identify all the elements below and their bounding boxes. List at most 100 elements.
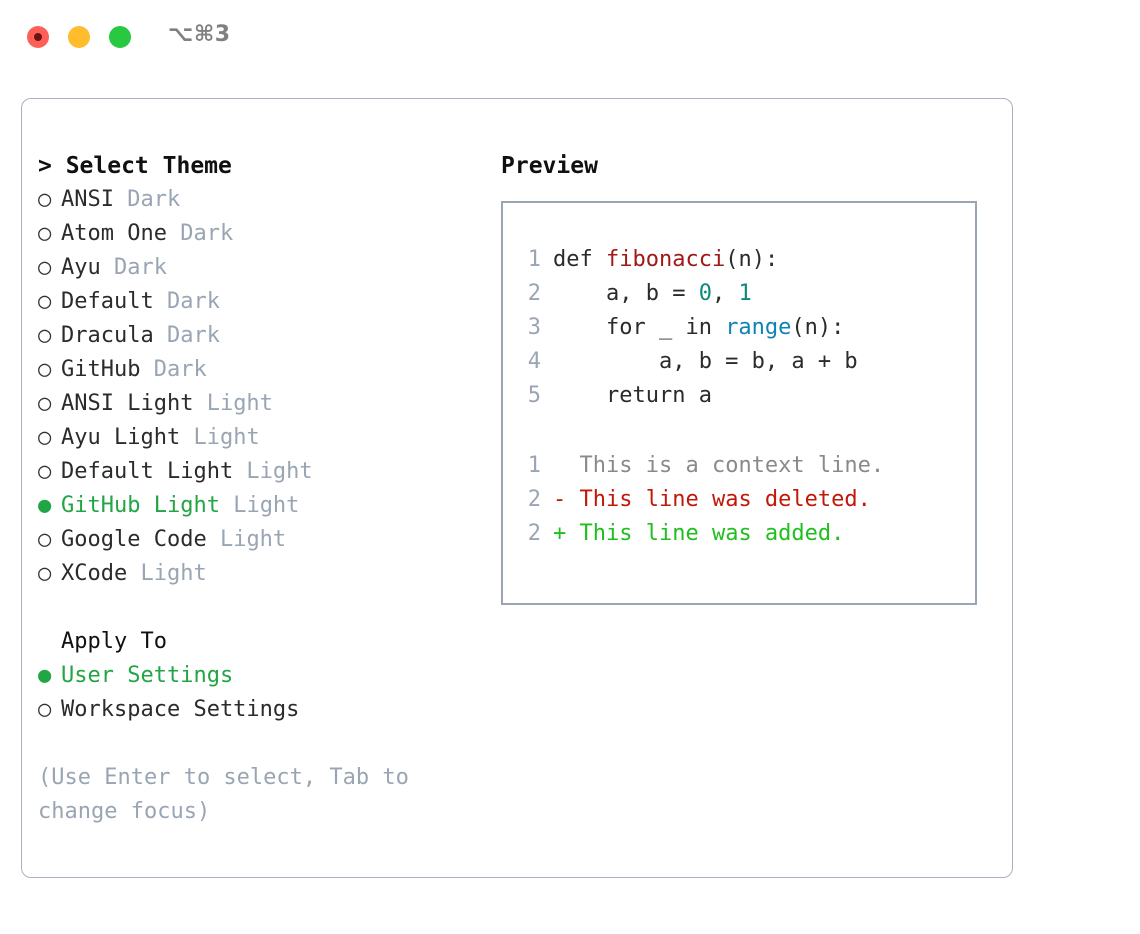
radio-unselected-icon: ○ — [38, 527, 52, 552]
code-line: 3 for _ in range(n): — [515, 311, 969, 345]
code-line-text: a, b = b, a + b — [553, 345, 858, 379]
code-line-text: a, b = 0, 1 — [553, 277, 752, 311]
code-line: 4 a, b = b, a + b — [515, 345, 969, 379]
code-token-plain: for _ in — [553, 315, 726, 340]
radio-unselected-icon: ○ — [38, 697, 52, 722]
code-token-num: 1 — [738, 281, 752, 306]
theme-variant-tag: Light — [206, 527, 287, 552]
theme-variant-tag: Dark — [153, 289, 220, 314]
theme-option-xcode[interactable]: ○ XCode Light — [38, 557, 498, 591]
code-token-plain: , — [711, 281, 739, 306]
main-panel: > Select Theme ○ANSI Dark○Atom One Dark○… — [21, 98, 1013, 878]
diff-line-del: 2- This line was deleted. — [515, 483, 969, 517]
traffic-light-controls — [27, 26, 131, 48]
code-token-plain: (n): — [725, 247, 779, 272]
theme-variant-tag: Dark — [166, 221, 234, 246]
apply-to-option-label: User Settings — [61, 663, 234, 688]
code-token-plain: a, b = — [553, 281, 699, 306]
keyboard-shortcut-label: ⌥⌘3 — [168, 22, 231, 47]
minimize-window-icon[interactable] — [68, 26, 90, 48]
select-theme-heading: > Select Theme — [38, 153, 232, 179]
theme-option-ayu[interactable]: ○ Ayu Dark — [38, 251, 498, 285]
theme-list[interactable]: ○ANSI Dark○Atom One Dark○Ayu Dark○Defaul… — [38, 183, 498, 591]
code-line: 5 return a — [515, 379, 969, 413]
theme-variant-tag: Light — [127, 561, 207, 586]
code-line-number: 3 — [527, 315, 541, 340]
code-token-fn: fibonacci — [605, 247, 726, 272]
diff-marker: - — [553, 487, 580, 512]
code-line-text: def fibonacci(n): — [553, 243, 778, 277]
radio-unselected-icon: ○ — [38, 357, 52, 382]
diff-line-number: 2 — [527, 487, 541, 512]
code-token-call: range — [725, 315, 792, 340]
radio-unselected-icon: ○ — [38, 255, 52, 280]
theme-option-label: XCode — [61, 561, 128, 586]
radio-unselected-icon: ○ — [38, 187, 52, 212]
title-bar: ⌥⌘3 — [0, 0, 1140, 78]
theme-variant-tag: Dark — [100, 255, 167, 280]
radio-unselected-icon: ○ — [38, 289, 52, 314]
zoom-window-icon[interactable] — [109, 26, 131, 48]
theme-option-label: GitHub Light — [61, 493, 220, 518]
apply-to-list[interactable]: ● User Settings ○ Workspace Settings — [38, 659, 498, 727]
spacer — [38, 591, 498, 625]
close-window-icon[interactable] — [27, 26, 49, 48]
theme-option-label: Ayu Light — [61, 425, 181, 450]
code-token-plain: a, b = b, a + b — [553, 349, 858, 374]
theme-option-ansi-light[interactable]: ○ANSI Light Light — [38, 387, 498, 421]
theme-option-atom-one[interactable]: ○Atom One Dark — [38, 217, 498, 251]
radio-unselected-icon: ○ — [38, 425, 52, 450]
theme-variant-tag: Dark — [153, 323, 220, 348]
radio-unselected-icon: ○ — [38, 561, 52, 586]
apply-to-heading: Apply To — [61, 629, 167, 654]
theme-option-label: GitHub — [61, 357, 141, 382]
code-line-number: 5 — [527, 383, 541, 408]
diff-sample: 1 This is a context line.2- This line wa… — [515, 449, 969, 551]
code-token-num: 0 — [698, 281, 712, 306]
diff-line-number: 2 — [527, 521, 541, 546]
radio-selected-icon: ● — [38, 493, 52, 518]
radio-unselected-icon: ○ — [38, 323, 52, 348]
theme-option-ayu-light[interactable]: ○ Ayu Light Light — [38, 421, 498, 455]
theme-variant-tag: Light — [233, 459, 313, 484]
code-line-number: 2 — [527, 281, 541, 306]
diff-marker: + — [553, 521, 580, 546]
theme-variant-tag: Light — [180, 425, 260, 450]
diff-line-ctx: 1 This is a context line. — [515, 449, 969, 483]
code-line-text: for _ in range(n): — [553, 311, 844, 345]
theme-option-github[interactable]: ○ GitHub Dark — [38, 353, 498, 387]
code-token-plain: return a — [553, 383, 712, 408]
apply-to-option-label: Workspace Settings — [61, 697, 300, 722]
theme-option-github-light[interactable]: ● GitHub Light Light — [38, 489, 498, 523]
code-line-number: 4 — [527, 349, 541, 374]
theme-option-ansi[interactable]: ○ANSI Dark — [38, 183, 498, 217]
theme-option-label: Default Light — [61, 459, 234, 484]
code-token-plain: def — [553, 247, 606, 272]
theme-option-default-light[interactable]: ○ Default Light Light — [38, 455, 498, 489]
theme-option-label: Google Code — [61, 527, 207, 552]
theme-option-label: Dracula — [61, 323, 154, 348]
radio-selected-icon: ● — [38, 663, 52, 688]
theme-option-google-code[interactable]: ○ Google Code Light — [38, 523, 498, 557]
apply-to-option-user-settings[interactable]: ● User Settings — [38, 659, 498, 693]
theme-variant-tag: Dark — [140, 357, 207, 382]
radio-unselected-icon: ○ — [38, 459, 52, 484]
theme-variant-tag: Dark — [113, 187, 181, 212]
theme-variant-tag: Light — [219, 493, 300, 518]
code-token-plain: (n): — [791, 315, 845, 340]
diff-line-text: This line was deleted. — [579, 487, 871, 512]
apply-to-option-workspace-settings[interactable]: ○ Workspace Settings — [38, 693, 498, 727]
theme-option-dracula[interactable]: ○ Dracula Dark — [38, 319, 498, 353]
diff-marker — [553, 449, 580, 483]
keyboard-hint-text: (Use Enter to select, Tab to change focu… — [38, 765, 423, 824]
theme-option-label: Ayu — [61, 255, 101, 280]
theme-option-default[interactable]: ○ Default Dark — [38, 285, 498, 319]
theme-option-label: Default — [61, 289, 154, 314]
diff-line-add: 2+ This line was added. — [515, 517, 969, 551]
code-line: 2 a, b = 0, 1 — [515, 277, 969, 311]
radio-unselected-icon: ○ — [38, 221, 52, 246]
